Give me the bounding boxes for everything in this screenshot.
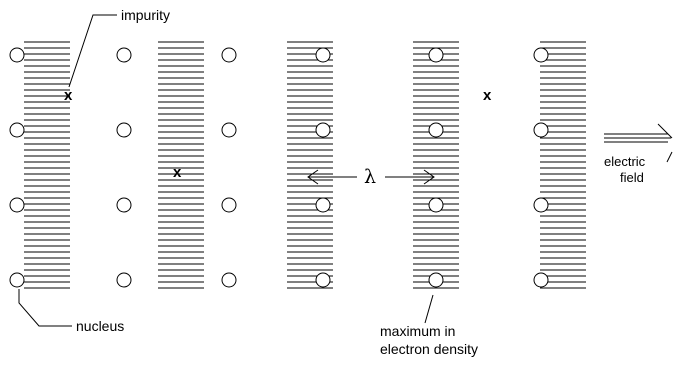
nucleus-circle [533, 272, 549, 288]
nucleus-circle [428, 272, 444, 288]
nucleus-circle [9, 122, 25, 138]
impurity-mark-1: x [64, 87, 73, 104]
electron-density-bands [24, 41, 586, 289]
nucleus-circle [221, 47, 237, 63]
nucleus-circle [315, 122, 331, 138]
electric-field-arrow [604, 123, 673, 163]
maximum-label-line1: maximum in [380, 323, 455, 339]
nuclei-lattice [9, 47, 549, 288]
nucleus-circle [116, 272, 132, 288]
nucleus-circle [9, 47, 25, 63]
nucleus-circle [221, 122, 237, 138]
wavelength-indicator [307, 169, 435, 185]
nucleus-circle [533, 47, 549, 63]
nucleus-circle [428, 197, 444, 213]
nucleus-leader-line [18, 289, 72, 327]
nucleus-circle [116, 122, 132, 138]
lambda-symbol: λ [364, 166, 376, 188]
nucleus-circle [533, 122, 549, 138]
impurity-label: impurity [121, 7, 170, 23]
nucleus-circle [533, 197, 549, 213]
impurities: x x x [64, 87, 492, 181]
impurity-mark-2: x [173, 164, 182, 181]
nucleus-circle [221, 197, 237, 213]
nucleus-circle [315, 197, 331, 213]
nucleus-circle [9, 272, 25, 288]
nucleus-circle [116, 47, 132, 63]
lambda-right-arrowhead [423, 169, 435, 185]
impurity-mark-3: x [483, 87, 492, 104]
electric-field-label-line2: field [620, 170, 644, 185]
maximum-label-line2: electron density [380, 341, 478, 357]
lambda-left-arrowhead [307, 169, 319, 185]
nucleus-circle [9, 197, 25, 213]
electric-field-label-line1: electric [604, 154, 646, 169]
nucleus-circle [116, 197, 132, 213]
nucleus-circle [428, 122, 444, 138]
nucleus-circle [315, 47, 331, 63]
maximum-leader-line [424, 294, 434, 324]
nucleus-circle [315, 272, 331, 288]
nucleus-circle [221, 272, 237, 288]
nucleus-label: nucleus [76, 318, 124, 334]
impurity-leader-line [68, 14, 117, 88]
nucleus-circle [428, 47, 444, 63]
